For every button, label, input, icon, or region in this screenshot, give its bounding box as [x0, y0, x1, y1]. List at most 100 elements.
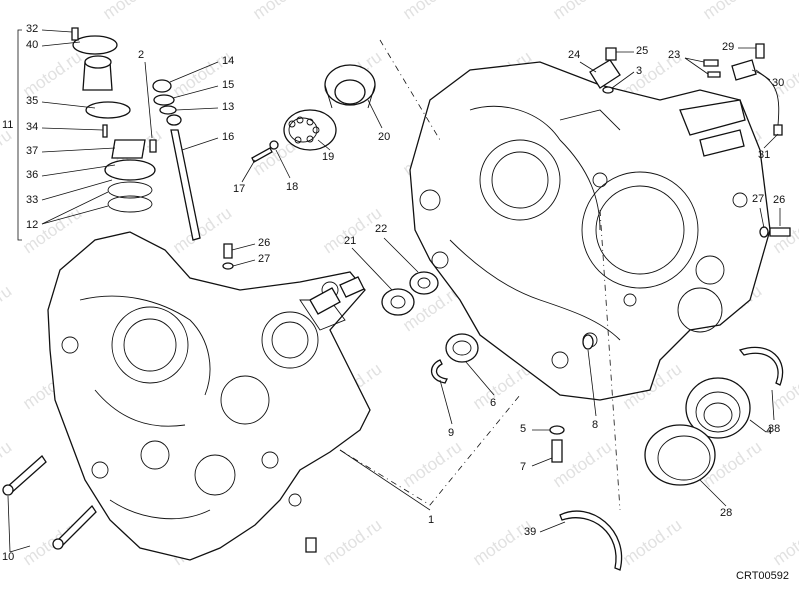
callout-label: 36 [26, 169, 38, 181]
callout-label: 30 [772, 77, 784, 89]
leader-line-c34 [41, 127, 104, 131]
stud-16 [166, 114, 201, 241]
bracket-11 [17, 29, 22, 241]
leader-line-c7 [531, 457, 553, 467]
leader-line-c4 [749, 419, 767, 433]
callout-label: 34 [26, 121, 38, 133]
circlip-38 [738, 346, 784, 386]
roller-bearing-19 [283, 109, 337, 151]
leader-line-c28 [699, 479, 727, 507]
callout-label: 18 [286, 181, 298, 193]
clip-23 [703, 59, 719, 67]
callout-label: 17 [233, 183, 245, 195]
callout-label: 3 [636, 65, 642, 77]
leader-line-c8 [587, 349, 597, 417]
circlip-9 [430, 359, 448, 384]
callout-label: 5 [520, 423, 526, 435]
leader-line-c38 [771, 389, 775, 421]
bearing-22 [409, 271, 439, 295]
callout-label: 8 [592, 419, 598, 431]
callout-label: 12 [26, 219, 38, 231]
nut-14 [152, 79, 177, 115]
leader-line-c39 [539, 521, 566, 533]
leader-line-c17 [241, 159, 256, 183]
callout-label: 39 [524, 526, 536, 538]
leader-line-c26a [231, 243, 256, 251]
callout-label: 40 [26, 39, 38, 51]
callout-label: 25 [636, 45, 648, 57]
leader-line-c16 [181, 137, 219, 151]
callout-label: 28 [720, 507, 732, 519]
bearing-21 [381, 288, 415, 316]
drawing-code: CRT00592 [736, 570, 789, 582]
callout-label: 7 [520, 461, 526, 473]
oil-seal-28 [644, 424, 716, 486]
leader-line-c18 [275, 149, 291, 179]
leader-line-c6 [465, 361, 495, 396]
callout-label: 10 [2, 551, 14, 563]
callout-label: 20 [378, 131, 390, 143]
leader-line-c9 [439, 379, 453, 425]
watermark-text: motod.ru [0, 281, 15, 335]
plug-screw-7 [549, 425, 565, 463]
watermark-text: motod.ru [399, 437, 465, 491]
callout-label: 1 [428, 514, 434, 526]
watermark-text: motod.ru [399, 0, 465, 23]
callout-label: 29 [722, 41, 734, 53]
leader-line-c37 [41, 147, 116, 153]
leader-line-c21 [351, 247, 393, 291]
callout-label: 23 [668, 49, 680, 61]
leader-line-c10b [7, 495, 11, 553]
leader-line-c35 [41, 101, 96, 109]
leader-line-c23 [684, 57, 709, 75]
leader-line-c40 [41, 41, 81, 47]
watermark-text: motod.ru [469, 515, 535, 569]
leader-line-c32 [41, 29, 73, 33]
watermark-text: motod.ru [549, 0, 615, 23]
shaft-axis [599, 209, 621, 511]
left-crankcase-half [47, 231, 371, 561]
callout-label: 38 [768, 423, 780, 435]
sensor-31 [731, 43, 783, 136]
leader-line-c24 [579, 61, 597, 73]
watermark-text: motod.ru [769, 47, 799, 101]
clip-23b [707, 71, 721, 78]
callout-label: 37 [26, 145, 38, 157]
callout-label: 4 [766, 425, 772, 437]
watermark-text: motod.ru [769, 359, 799, 413]
pin-2 [149, 139, 157, 153]
leader-line-c27a [232, 259, 256, 267]
leader-line-c33 [41, 179, 113, 201]
callout-label: 32 [26, 23, 38, 35]
leader-line-c2 [144, 61, 153, 139]
bearing-4 [685, 377, 751, 439]
leader-line-c31 [763, 133, 779, 149]
watermark-text: motod.ru [769, 515, 799, 569]
callout-label: 21 [344, 235, 356, 247]
breather-bracket-24 [589, 47, 621, 94]
callout-label: 15 [222, 79, 234, 91]
callout-label: 27 [752, 193, 764, 205]
callout-label: 24 [568, 49, 580, 61]
watermark-text: motod.ru [0, 125, 15, 179]
watermark-text: motod.ru [19, 47, 85, 101]
o-ring-8 [582, 334, 594, 350]
callout-label: 16 [222, 131, 234, 143]
callout-label: 14 [222, 55, 234, 67]
leader-line-c3 [611, 71, 635, 89]
callout-label: 27 [258, 253, 270, 265]
leader-line-c13 [175, 107, 219, 111]
leader-line-c1 [339, 449, 431, 511]
watermark-text: motod.ru [249, 0, 315, 23]
leader-line-c22 [383, 237, 419, 273]
bearing-20 [324, 64, 376, 109]
circlip-39 [559, 510, 623, 571]
callout-label: 11 [2, 119, 13, 131]
callout-label: 2 [138, 49, 144, 61]
assembly-axis [339, 394, 521, 506]
small-screw-bottom [305, 537, 317, 553]
leader-line-c12 [41, 205, 109, 225]
assembly-axis-upper [379, 39, 441, 141]
watermark-text: motod.ru [99, 0, 165, 23]
